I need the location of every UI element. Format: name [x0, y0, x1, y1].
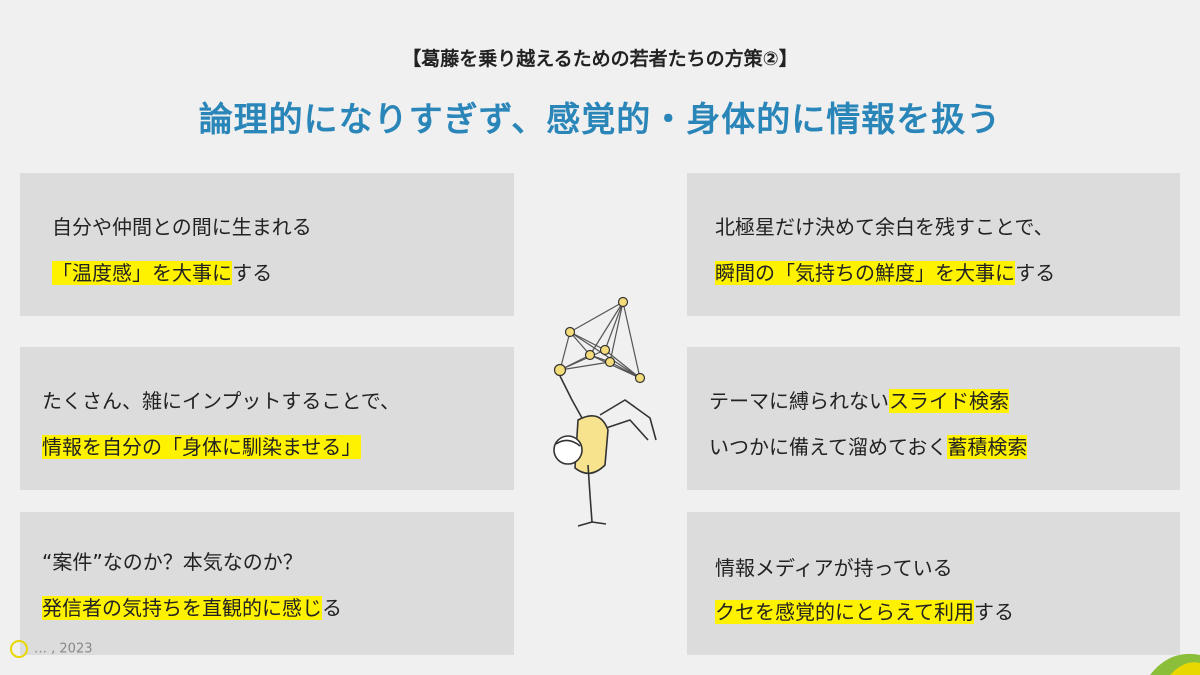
callout-right-top-line2: 瞬間の「気持ちの鮮度」を大事にする [715, 257, 1055, 286]
highlight-text: クセを感覚的にとらえて利用 [715, 600, 974, 624]
callout-left-bottom: “案件”なのか？本気なのか？ 発信者の気持ちを直観的に感じる [20, 512, 514, 655]
callout-right-top-line1: 北極星だけ決めて余白を残すことで、 [715, 215, 1054, 239]
callout-left-middle-line1: たくさん、雑にインプットすることで、 [42, 389, 400, 413]
callout-left-top: 自分や仲間との間に生まれる 「温度感」を大事にする [20, 173, 514, 316]
highlight-text: 情報を自分の「身体に馴染ませる」 [42, 435, 362, 459]
plain-text: する [974, 600, 1014, 624]
callout-left-bottom-line2: 発信者の気持ちを直観的に感じる [42, 592, 342, 621]
footer-text: … , 2023 [34, 641, 93, 657]
leaf-decoration-icon [1150, 653, 1200, 675]
highlight-text: 発信者の気持ちを直観的に感じ [42, 596, 322, 620]
person-figure [553, 375, 657, 527]
plain-text: テーマに縛られない [709, 389, 889, 413]
callout-right-bottom-line2: クセを感覚的にとらえて利用する [715, 596, 1014, 625]
slide-title: 論理的になりすぎず、感覚的・身体的に情報を扱う [198, 100, 1002, 140]
plain-text: する [1015, 261, 1056, 285]
callout-left-top-line2: 「温度感」を大事にする [52, 257, 272, 286]
footer-source: … , 2023 [10, 640, 92, 658]
logo-ring-icon [10, 640, 28, 658]
network-graph-icon [559, 301, 641, 379]
callout-right-top: 北極星だけ決めて余白を残すことで、 瞬間の「気持ちの鮮度」を大事にする [687, 173, 1180, 316]
plain-text: る [322, 596, 342, 620]
plain-text: する [232, 261, 273, 285]
highlight-text: 蓄積検索 [947, 435, 1028, 459]
highlight-text: スライド検索 [889, 389, 1009, 413]
callout-left-middle-line2: 情報を自分の「身体に馴染ませる」 [42, 431, 362, 460]
callout-left-bottom-line1: “案件”なのか？本気なのか？ [42, 550, 303, 574]
callout-right-middle-line1: テーマに縛られないスライド検索 [709, 385, 1009, 414]
slide-subtitle: 【葛藤を乗り越えるための若者たちの方策②】 [402, 48, 798, 70]
callout-right-bottom-line1: 情報メディアが持っている [715, 556, 953, 580]
callout-left-top-line1: 自分や仲間との間に生まれる [52, 215, 312, 239]
callout-right-middle: テーマに縛られないスライド検索 いつかに備えて溜めておく蓄積検索 [687, 347, 1180, 490]
highlight-text: 「温度感」を大事に [52, 261, 233, 285]
callout-right-bottom: 情報メディアが持っている クセを感覚的にとらえて利用する [687, 512, 1180, 655]
handstand-person-network-illustration [553, 296, 657, 527]
callout-left-middle: たくさん、雑にインプットすることで、 情報を自分の「身体に馴染ませる」 [20, 347, 514, 490]
callout-right-middle-line2: いつかに備えて溜めておく蓄積検索 [709, 431, 1028, 460]
plain-text: いつかに備えて溜めておく [709, 435, 948, 459]
highlight-text: 瞬間の「気持ちの鮮度」を大事に [715, 261, 1016, 285]
